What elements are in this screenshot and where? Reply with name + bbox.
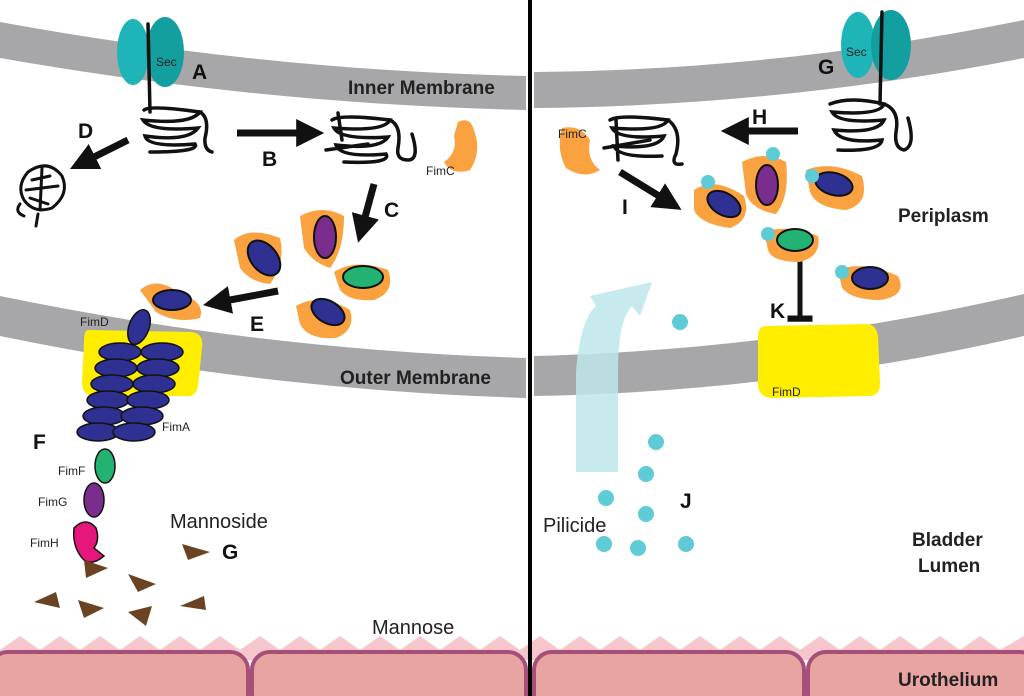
label-g-left: G bbox=[222, 541, 238, 564]
periplasm-label: Periplasm bbox=[898, 206, 989, 227]
fimg-label: FimG bbox=[38, 495, 67, 509]
fimc-chaperone-left: FimC bbox=[426, 120, 478, 178]
chaperone-complex bbox=[296, 297, 352, 339]
fimg-subunit bbox=[83, 482, 105, 518]
label-c: C bbox=[384, 199, 399, 222]
urothelium-cell bbox=[806, 650, 1024, 696]
chaperone-complex bbox=[835, 265, 901, 300]
label-b: B bbox=[262, 148, 277, 171]
urothelium-label: Urothelium bbox=[898, 670, 998, 691]
outer-membrane-label: Outer Membrane bbox=[340, 368, 491, 389]
fimc-chaperone-right: FimC bbox=[558, 127, 600, 175]
fimf-label: FimF bbox=[58, 464, 85, 478]
label-k: K bbox=[770, 300, 785, 323]
fima-label: FimA bbox=[162, 420, 190, 434]
bladder-label: Bladder bbox=[912, 530, 983, 551]
inner-membrane-right bbox=[534, 20, 1024, 108]
label-e: E bbox=[250, 313, 264, 336]
folded-subunit-h bbox=[602, 115, 684, 167]
mannose-ligands bbox=[34, 544, 210, 626]
fimh-label: FimH bbox=[30, 536, 59, 550]
lumen-label: Lumen bbox=[918, 556, 980, 577]
pilicide-label: Pilicide bbox=[543, 515, 606, 537]
label-g-right: G bbox=[818, 56, 834, 79]
chaperone-complex bbox=[300, 210, 344, 268]
degraded-protein bbox=[16, 164, 66, 228]
urothelium-cell bbox=[250, 650, 528, 696]
nascent-peptide-left bbox=[139, 22, 214, 154]
sec-translocon-left: Sec bbox=[117, 17, 184, 87]
arrow-d bbox=[69, 136, 130, 170]
chaperone-complex bbox=[140, 283, 202, 320]
chaperone-complex bbox=[742, 147, 787, 214]
inner-membrane-label: Inner Membrane bbox=[348, 78, 495, 99]
chaperone-complex bbox=[234, 232, 282, 284]
fimd-usher-right: FimD bbox=[758, 324, 880, 399]
nascent-peptide-right bbox=[828, 10, 913, 153]
arrow-c bbox=[351, 183, 379, 243]
sec-label-right: Sec bbox=[846, 45, 867, 59]
label-h: H bbox=[752, 106, 767, 129]
mannoside-ligand bbox=[182, 544, 210, 560]
folded-subunit-b bbox=[324, 111, 417, 165]
chaperone-complex bbox=[334, 264, 391, 301]
fimd-label-right: FimD bbox=[772, 385, 801, 399]
mannose-label: Mannose bbox=[372, 617, 454, 639]
arrow-e bbox=[202, 286, 279, 314]
label-i: I bbox=[622, 196, 628, 219]
urothelium-cell bbox=[0, 650, 250, 696]
fimc-label-right: FimC bbox=[558, 127, 587, 141]
label-f: F bbox=[33, 431, 46, 454]
fimd-label-left: FimD bbox=[80, 315, 109, 329]
label-d: D bbox=[78, 120, 93, 143]
sec-label-left: Sec bbox=[156, 55, 177, 69]
fimh-adhesin bbox=[72, 521, 106, 563]
fimc-label-left: FimC bbox=[426, 164, 455, 178]
mannoside-label: Mannoside bbox=[170, 511, 268, 533]
arrow-i bbox=[618, 169, 682, 210]
pilicide-entry-arrow bbox=[576, 282, 652, 472]
fima-pilus-rod bbox=[76, 308, 184, 442]
chaperone-complex bbox=[805, 166, 864, 210]
pilicide-molecules bbox=[596, 314, 694, 556]
label-j: J bbox=[680, 490, 692, 513]
fimf-subunit bbox=[94, 448, 116, 484]
label-a: A bbox=[192, 61, 207, 84]
urothelium-cell bbox=[532, 650, 806, 696]
chaperone-complex bbox=[694, 175, 747, 228]
urothelium-layer bbox=[0, 636, 1024, 696]
chaperone-complex bbox=[761, 227, 819, 262]
